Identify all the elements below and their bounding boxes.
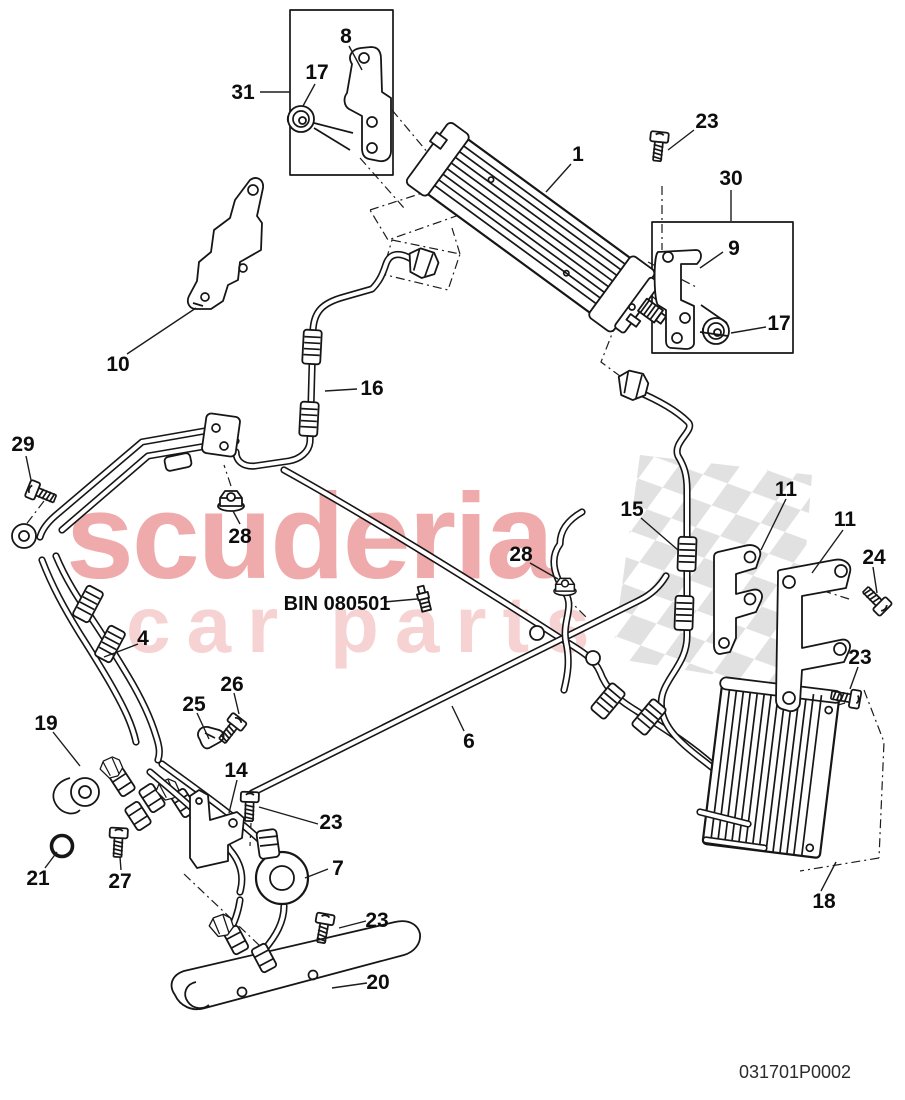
part-bracket-9 [653, 249, 702, 350]
cooler-drain-hole [628, 303, 636, 311]
part-union-assembly-19 [52, 752, 199, 833]
part-oil-cooler-1 [405, 122, 667, 334]
callout-24: 24 [862, 546, 886, 569]
part-bracket-14 [189, 789, 245, 869]
document-number: 031701P0002 [739, 1062, 851, 1082]
part-elbow-7 [254, 828, 310, 906]
part-bracket-8 [343, 46, 392, 163]
callout-17b: 17 [767, 312, 790, 335]
callout-11b: 11 [834, 508, 857, 531]
callout-10: 10 [106, 353, 129, 376]
part-cooler-18 [701, 676, 843, 859]
callout-17a: 17 [305, 61, 328, 84]
part-bracket-20 [170, 920, 421, 1011]
callout-6: 6 [463, 730, 475, 753]
part-bolt-23a [647, 130, 670, 163]
callout-25: 25 [182, 693, 206, 716]
part-pipe-6 [248, 572, 670, 797]
callout-11a: 11 [775, 478, 798, 501]
callout-16: 16 [360, 377, 383, 400]
callout-21: 21 [26, 867, 50, 890]
callout-23c: 23 [848, 646, 871, 669]
callout-29: 29 [11, 433, 34, 456]
callout-14: 14 [224, 759, 248, 782]
callout-30: 30 [719, 167, 742, 190]
checkered-flag-watermark [612, 455, 812, 688]
callout-labels: 31 8 17 1 23 30 9 17 10 16 29 28 4 19 26… [11, 25, 886, 994]
part-cooler-18-inlets [696, 808, 768, 852]
part-bolt-29 [23, 478, 60, 509]
callout-26: 26 [220, 673, 243, 696]
part-pipe-assembly-4 [11, 412, 241, 764]
part-valve-bin [416, 584, 432, 613]
part-nut-28a [217, 490, 245, 512]
callout-19: 19 [34, 712, 57, 735]
part-bolt-27 [107, 826, 129, 859]
grommet-17a-pointer [313, 122, 354, 151]
watermark-layer: scuderia car parts [66, 455, 812, 688]
bin-label: BIN 080501 [284, 593, 391, 615]
callout-7: 7 [332, 857, 344, 880]
callout-18: 18 [812, 890, 836, 913]
callout-28b: 28 [509, 543, 533, 566]
part-bracket-11b [775, 558, 852, 713]
callout-15: 15 [620, 498, 644, 521]
callout-23e: 23 [365, 909, 388, 932]
watermark-car: car [126, 580, 294, 669]
callout-4: 4 [137, 627, 149, 650]
construction-lines [24, 109, 885, 982]
part-grommet-17a [286, 105, 315, 133]
leader-lines [25, 45, 878, 989]
callout-23d: 23 [319, 811, 342, 834]
part-oring-21 [49, 833, 75, 859]
callout-31: 31 [231, 81, 255, 104]
watermark-parts: parts [330, 580, 606, 669]
part-bracket-10 [186, 177, 264, 310]
callout-9: 9 [728, 237, 740, 260]
callout-28a: 28 [228, 525, 252, 548]
part-pipe-16 [232, 245, 442, 470]
callout-27: 27 [108, 870, 131, 893]
callout-8: 8 [340, 25, 352, 48]
part-nut-28b [553, 577, 577, 597]
callout-1: 1 [572, 143, 584, 166]
grommet-17b-pointer [699, 304, 729, 337]
part-bracket-11a [713, 544, 763, 655]
callout-23a: 23 [695, 110, 718, 133]
callout-20: 20 [366, 971, 389, 994]
